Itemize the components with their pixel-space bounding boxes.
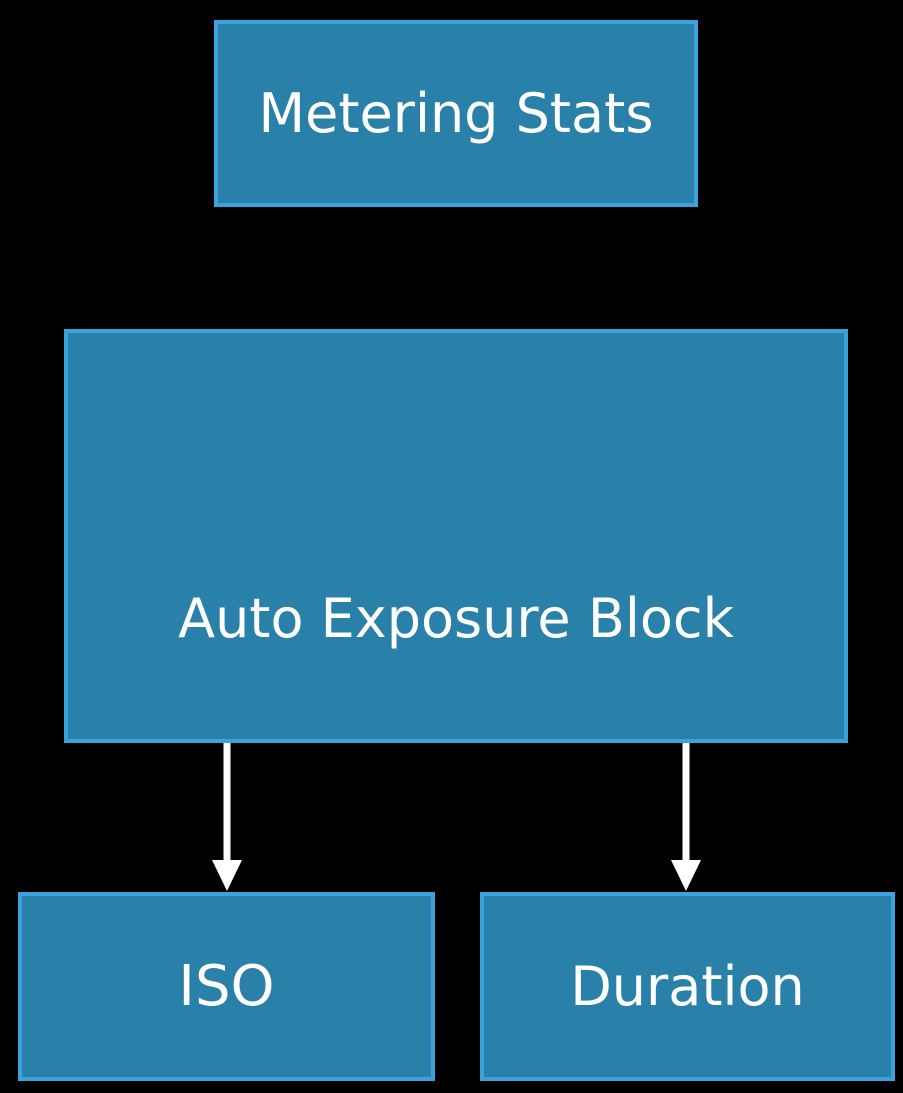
- auto-exposure-block-box: Auto Exposure Block: [64, 329, 848, 743]
- metering-stats-box: Metering Stats: [214, 20, 698, 207]
- arrow-ae-to-iso: [212, 743, 242, 891]
- auto-exposure-block-label: Auto Exposure Block: [178, 587, 734, 650]
- duration-label: Duration: [570, 955, 805, 1018]
- arrow-ae-to-duration: [671, 743, 701, 891]
- iso-label: ISO: [178, 954, 275, 1019]
- iso-box: ISO: [18, 892, 435, 1081]
- duration-box: Duration: [480, 892, 895, 1081]
- metering-stats-label: Metering Stats: [258, 82, 654, 145]
